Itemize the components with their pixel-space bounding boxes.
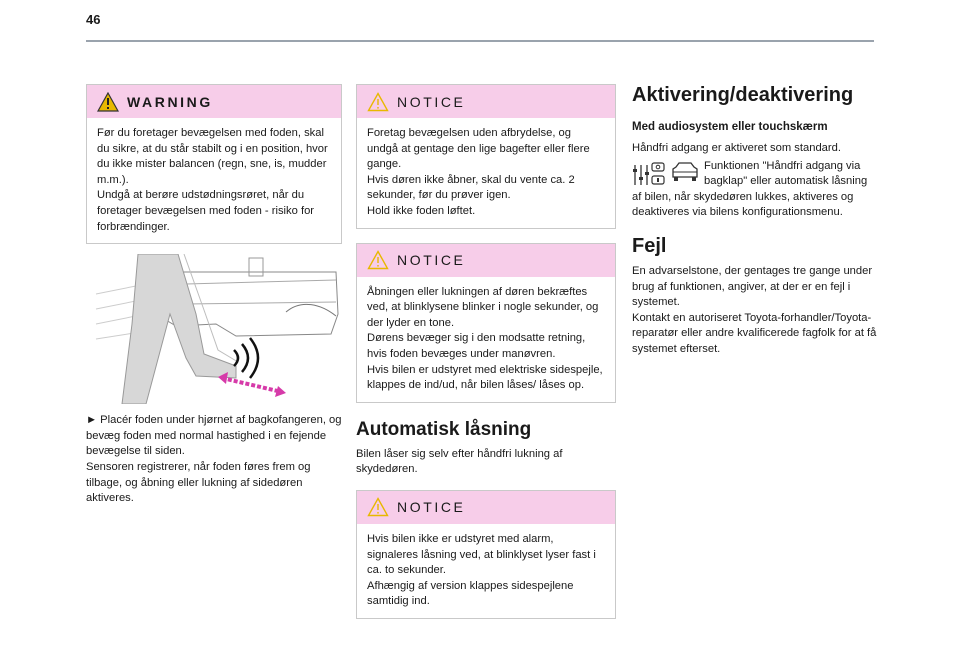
foot-gesture-illustration: [86, 253, 342, 405]
column-left: WARNING Før du foretager bevægelsen med …: [86, 84, 342, 507]
column-right: Aktivering/deaktivering Med audiosystem …: [632, 84, 888, 358]
notice-box-2: NOTICE Åbningen eller lukningen af døren…: [356, 242, 616, 403]
notice-text-2: Åbningen eller lukningen af døren bekræf…: [367, 285, 603, 392]
activation-subheading: Med audiosystem eller touchskærm: [632, 121, 828, 133]
notice-text-3: Hvis bilen ikke er udstyret med alarm, s…: [367, 532, 596, 608]
column-middle: NOTICE Foretag bevægelsen uden afbrydels…: [356, 84, 616, 619]
activation-line1: Håndfri adgang er aktiveret som standard…: [632, 142, 841, 154]
auto-lock-heading: Automatisk låsning: [356, 418, 532, 440]
activation-rest-text: af bilen, når skydedøren lukkes, aktiver…: [632, 190, 854, 219]
notice-title-3: NOTICE: [397, 499, 466, 516]
function-row: Funktionen "Håndfri adgang via bagklap" …: [632, 159, 888, 190]
notice-header-3: NOTICE: [357, 490, 615, 524]
function-text: Funktionen "Håndfri adgang via bagklap" …: [704, 159, 868, 188]
warning-box: WARNING Før du foretager bevægelsen med …: [86, 84, 342, 245]
page-number: 46: [86, 12, 101, 27]
notice-title-2: NOTICE: [397, 252, 466, 269]
warning-triangle-icon: [97, 91, 119, 112]
instruction-text: ► Placér foden under hjørnet af bagkofan…: [86, 414, 342, 505]
warning-text: Før du foretager bevægelsen med foden, s…: [97, 127, 328, 233]
notice-triangle-icon: [367, 91, 389, 111]
activation-heading: Aktivering/deaktivering: [632, 84, 854, 106]
car-icon: [672, 161, 698, 181]
foot-under-bumper-image: [95, 253, 339, 405]
notice-triangle-icon: [367, 250, 389, 270]
fault-heading: Fejl: [632, 234, 667, 257]
notice-header-2: NOTICE: [357, 243, 615, 277]
header-divider: [86, 40, 874, 42]
warning-header: WARNING: [87, 85, 341, 118]
notice-header-1: NOTICE: [357, 85, 615, 118]
fault-text: En advarselstone, der gentages tre gange…: [632, 264, 877, 355]
notice-triangle-icon: [367, 497, 389, 517]
notice-text-1: Foretag bevægelsen uden afbrydelse, og u…: [367, 127, 590, 217]
audio-settings-icon: [633, 161, 665, 185]
notice-title-1: NOTICE: [397, 93, 466, 110]
notice-box-1: NOTICE Foretag bevægelsen uden afbrydels…: [356, 84, 616, 229]
warning-title: WARNING: [127, 93, 213, 110]
function-icons: [632, 159, 704, 190]
notice-box-3: NOTICE Hvis bilen ikke er udstyret med a…: [356, 489, 616, 619]
auto-lock-text: Bilen låser sig selv efter håndfri lukni…: [356, 447, 563, 476]
